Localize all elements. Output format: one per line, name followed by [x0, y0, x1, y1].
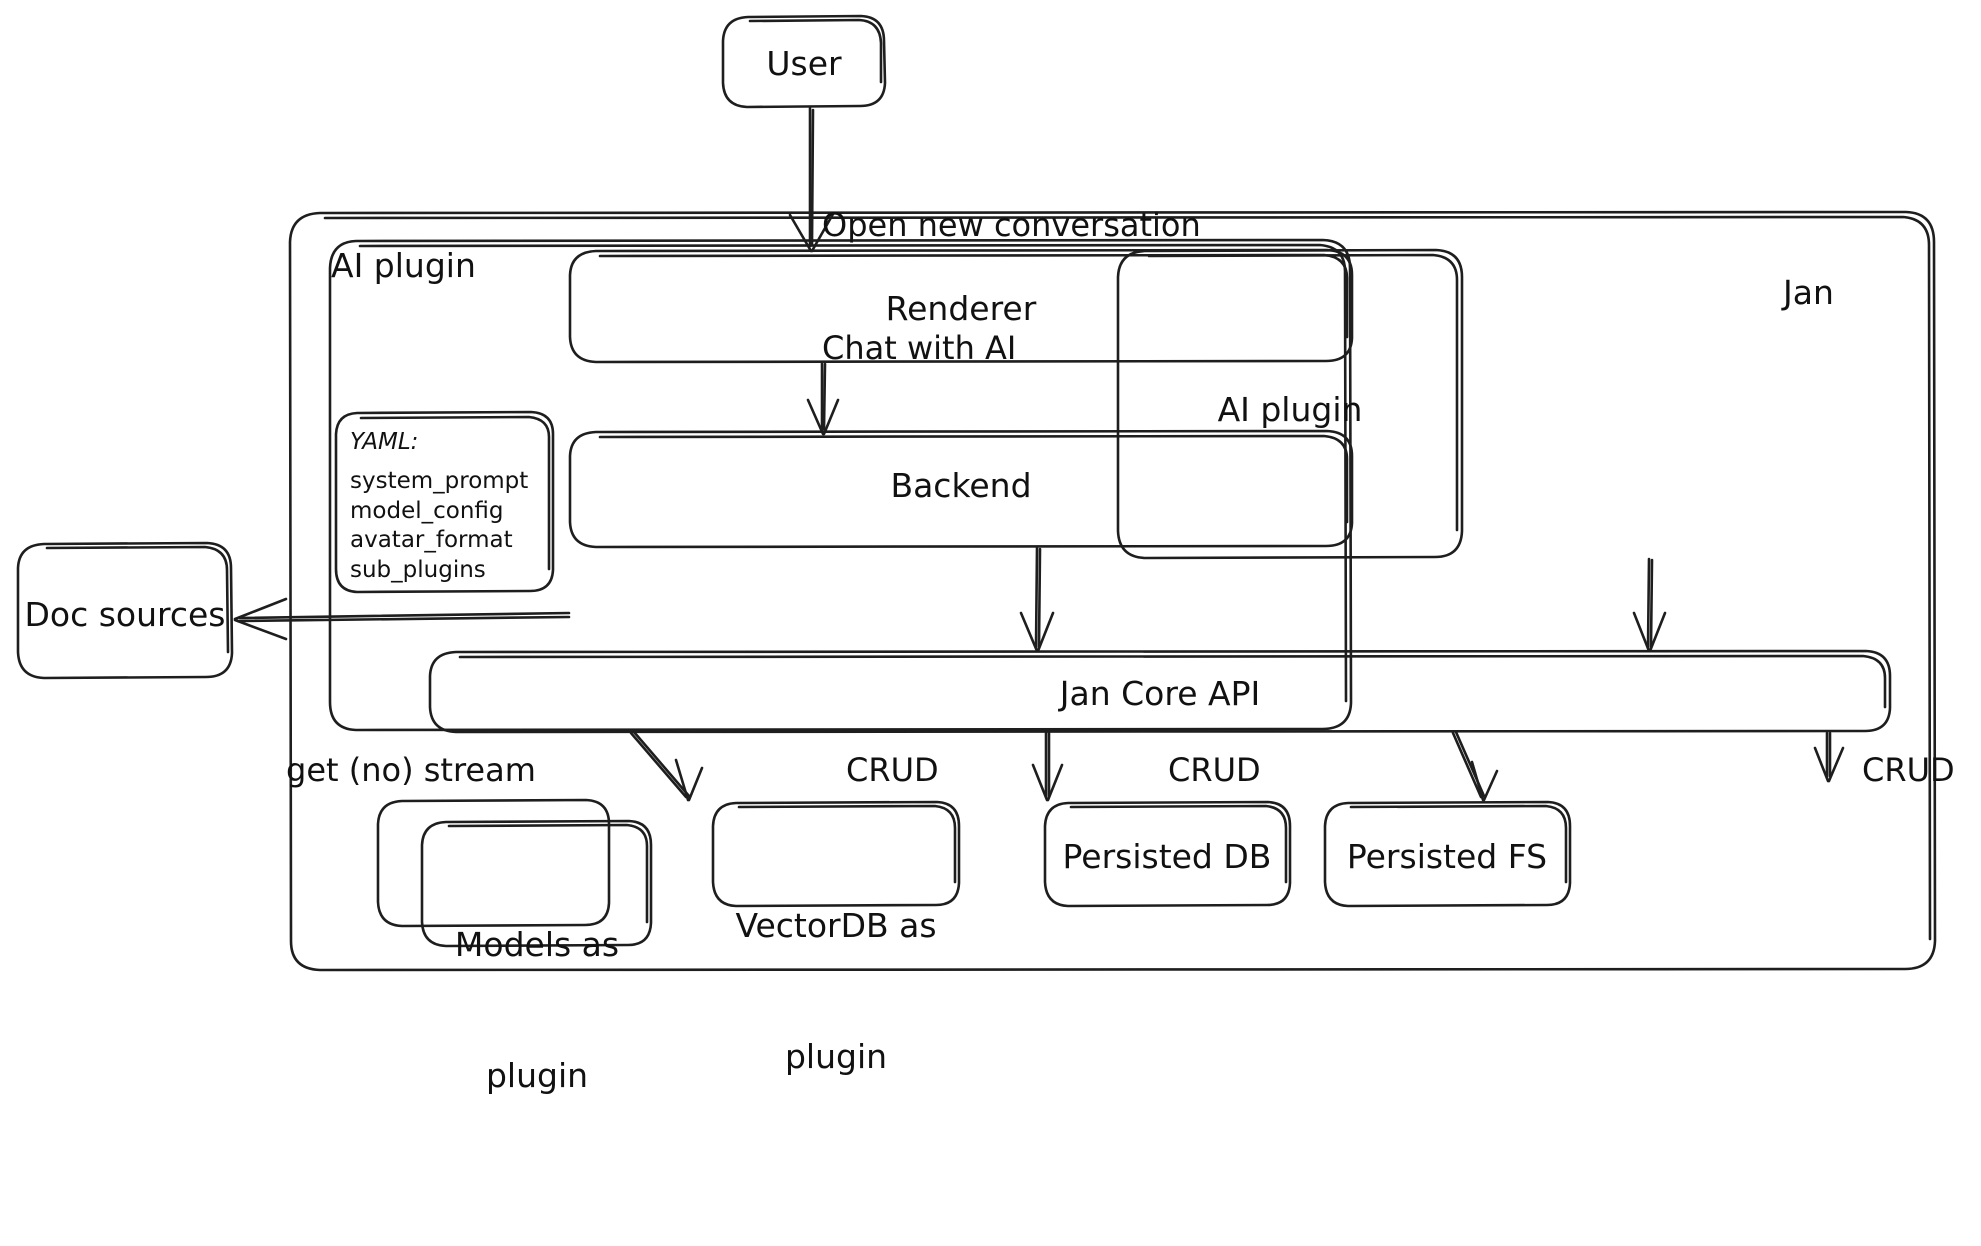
edge-label-user-to-renderer-line-1: Open new conversation: [822, 205, 1201, 244]
arrow-core-to-models: [629, 730, 704, 802]
yaml-card-body: YAML: system_prompt model_config avatar_…: [350, 428, 528, 585]
vectordb-plugin-line-2: plugin: [784, 1036, 888, 1076]
ai-plugin-box-label: AI plugin: [1217, 390, 1363, 429]
edge-label-user-to-renderer-line-2: Chat with AI: [822, 328, 1017, 367]
renderer-node-label: Renderer: [885, 289, 1037, 328]
yaml-key-avatar-format: avatar_format: [350, 527, 513, 554]
vectordb-plugin-line-1: VectorDB as: [735, 906, 937, 946]
arrow-backend-to-core: [1019, 546, 1055, 653]
persisted-db-node-label: Persisted DB: [1062, 837, 1272, 876]
persisted-fs-node-label: Persisted FS: [1346, 837, 1548, 876]
edge-label-core-to-models: get (no) stream: [286, 751, 536, 789]
arrow-core-to-persisted-fs: [1813, 731, 1845, 783]
jan-group-label: Jan: [1783, 273, 1834, 312]
user-node-label: User: [766, 44, 842, 83]
doc-sources-node-label: Doc sources: [24, 595, 226, 634]
arrow-backend-to-doc-sources: [233, 597, 571, 641]
backend-node-label: Backend: [890, 466, 1032, 505]
ai-plugin-group-label: AI plugin: [331, 246, 476, 285]
models-plugin-line-2: plugin: [485, 1055, 589, 1095]
jan-core-api-node-label: Jan Core API: [1059, 674, 1261, 713]
models-plugin-node-label: Models as plugin: [407, 836, 667, 1184]
arrow-core-to-persisted-db: [1451, 730, 1499, 802]
vectordb-plugin-node-label: VectorDB as plugin: [686, 817, 986, 1165]
yaml-key-model-config: model_config: [350, 497, 504, 524]
edge-label-user-to-renderer: Open new conversation Chat with AI: [822, 123, 1201, 451]
yaml-key-system-prompt: system_prompt: [350, 468, 529, 495]
arrow-core-to-vectordb: [1031, 731, 1064, 802]
edge-label-core-to-persisted-db: CRUD: [1168, 751, 1261, 789]
yaml-title-line: YAML:: [350, 429, 419, 455]
arrow-ai-plugin-to-core: [1632, 557, 1667, 653]
edge-label-core-to-vectordb: CRUD: [846, 751, 939, 789]
edge-label-core-to-persisted-fs: CRUD: [1862, 751, 1955, 789]
models-plugin-line-1: Models as: [454, 925, 620, 965]
yaml-key-sub-plugins: sub_plugins: [350, 556, 486, 583]
